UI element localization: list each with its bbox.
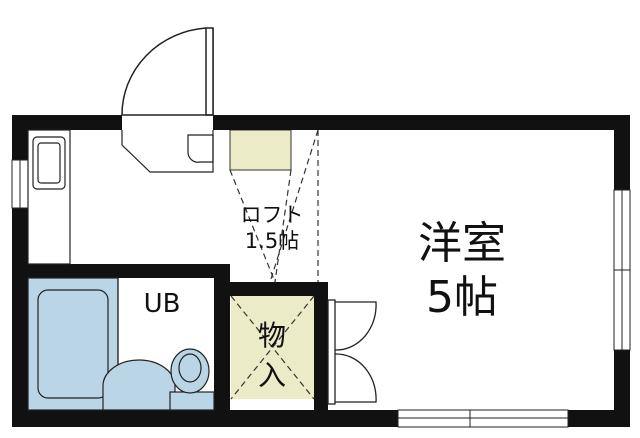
loft-ladder-fill bbox=[229, 129, 292, 171]
window-left bbox=[11, 159, 29, 209]
kitchen-counter bbox=[27, 129, 71, 265]
western-room-size: 5帖 bbox=[426, 272, 498, 323]
interior-walls bbox=[12, 264, 328, 424]
closet-door bbox=[327, 299, 377, 405]
loft-label-line2: 1.5帖 bbox=[245, 229, 299, 253]
storage-label-line2: 入 bbox=[258, 359, 286, 392]
unit-bath-label: UB bbox=[144, 289, 181, 319]
toilet-icon bbox=[169, 348, 215, 411]
western-room-name: 洋室 bbox=[418, 218, 506, 269]
loft-label-line1: ロフト bbox=[241, 203, 304, 227]
storage-label-line1: 物 bbox=[258, 319, 286, 352]
washbasin-icon bbox=[102, 359, 176, 411]
window-bottom bbox=[397, 409, 569, 428]
bathtub bbox=[27, 277, 119, 411]
entrance-door bbox=[121, 27, 214, 116]
window-right bbox=[613, 189, 631, 351]
loft-outline bbox=[229, 129, 319, 400]
entry-step bbox=[121, 130, 214, 173]
